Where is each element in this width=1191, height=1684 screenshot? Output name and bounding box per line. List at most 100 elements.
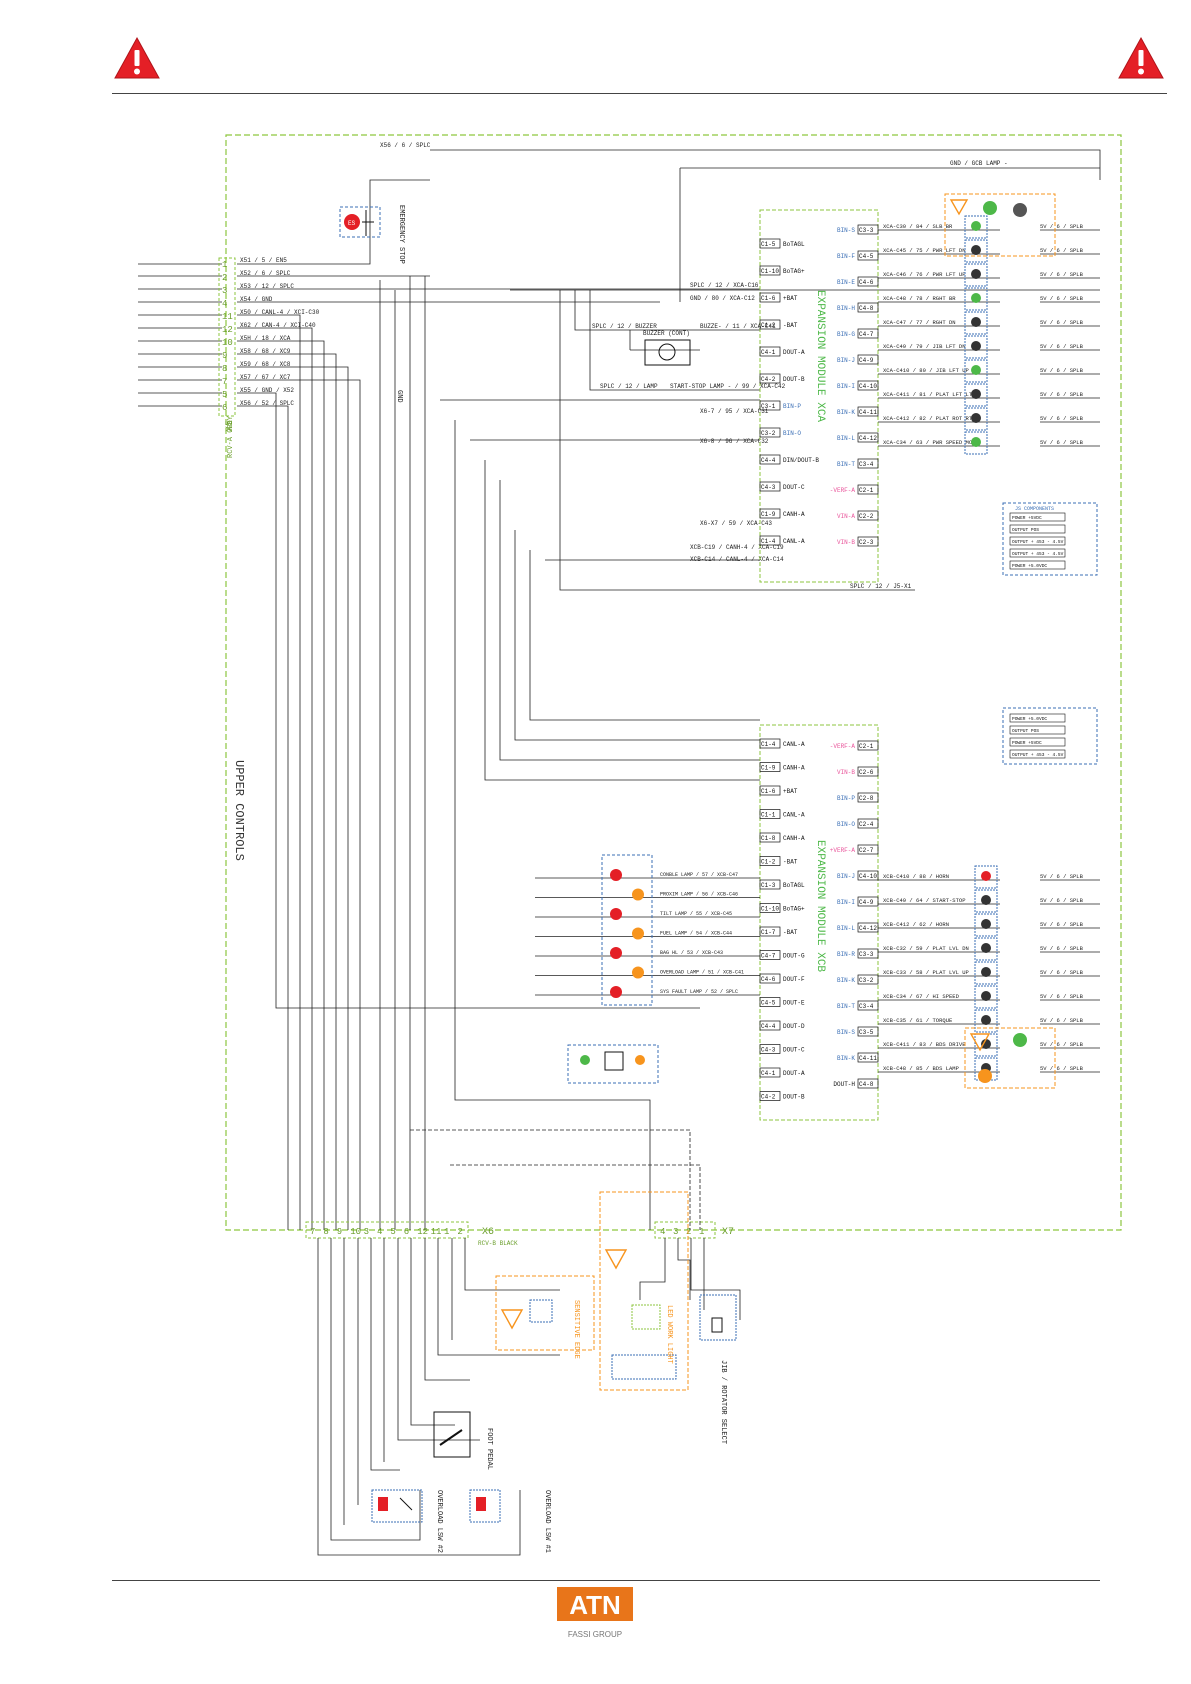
xcb-switch-knob-icon	[981, 919, 991, 929]
lamp-row-label: PROXIM LAMP / 56 / XCB-C46	[660, 892, 738, 898]
bus-label: 5V / 6 / SPLB	[1040, 343, 1084, 350]
x5-pin: 1	[222, 260, 227, 270]
x5-pin: 3	[222, 286, 227, 296]
xcb-switch-icon-box	[974, 913, 998, 937]
module-pin-box	[759, 1091, 781, 1101]
lamp-row-label: TILT LAMP / 55 / XCB-C45	[660, 911, 732, 917]
module-pin-box	[857, 406, 879, 417]
xcb-bus-label: 5V / 6 / SPLB	[1040, 993, 1084, 1000]
module-pin-box	[759, 809, 781, 819]
module-pin: C1-7	[761, 929, 776, 936]
xcb-bus-label: 5V / 6 / SPLB	[1040, 921, 1084, 928]
xcb-switch-icon-box	[974, 1009, 998, 1033]
module-pin-box	[857, 510, 879, 521]
bus-label: 5V / 6 / SPLB	[1040, 415, 1084, 422]
module-xcb-title: EXPANSION MODULE XCB	[814, 840, 826, 972]
lamp-icon	[632, 966, 644, 979]
module-pin: C4-1	[761, 1070, 776, 1077]
module-pin: C4-2	[761, 1094, 776, 1101]
module-pin-box	[857, 974, 879, 985]
module-pin: C4-2	[761, 376, 776, 383]
module-pin-box	[759, 373, 781, 384]
module-pin: C3-5	[859, 1029, 874, 1036]
switch-knob-icon	[971, 317, 981, 327]
footer-rule	[112, 1580, 1100, 1581]
connector-x5-sub: RCV-A GREY	[227, 415, 235, 458]
lamp-icon	[610, 869, 622, 881]
x5-pin: 9	[222, 351, 227, 361]
header-rule	[112, 93, 1167, 94]
bus-label: 5V / 6 / SPLB	[1040, 223, 1084, 230]
module-pin-name: DOUT-H	[833, 1081, 855, 1088]
x5-wire-label: X5H / 18 / XCA	[240, 335, 291, 342]
left-wire-bus	[138, 263, 222, 407]
switch-knob-icon	[971, 389, 981, 399]
x6-pin: 2	[457, 1227, 462, 1237]
xcb-switch-knob-icon	[981, 991, 991, 1001]
module-pin-name: BIN-P	[837, 795, 855, 802]
x7-pin: 3	[673, 1227, 678, 1237]
switch-icon-box	[964, 311, 988, 335]
x6-pin: 12	[417, 1227, 428, 1237]
module-pin: C2-8	[859, 795, 874, 802]
overload-switch-2: OVERLOAD LSW #2	[371, 1489, 443, 1553]
orange-switch-group-bottom	[964, 1027, 1056, 1089]
module-pin: C1-9	[761, 765, 776, 772]
module-pin-box	[857, 1052, 879, 1063]
xcb-bus-label: 5V / 6 / SPLB	[1040, 1017, 1084, 1024]
lamp-row-label: BAG HL / 53 / XCB-C43	[660, 950, 723, 956]
switch-knob-icon	[971, 413, 981, 423]
module-pin-name: DOUT-F	[783, 976, 805, 983]
x5-wire-label: X54 / GND	[240, 296, 273, 303]
module-pin: C4-8	[859, 1081, 874, 1088]
module-pin: C1-10	[761, 268, 779, 275]
x5-wire-label: X57 / 67 / XC7	[240, 374, 291, 381]
xcb-bus-label: 5V / 6 / SPLB	[1040, 969, 1084, 976]
module-pin: C4-4	[761, 457, 776, 464]
module-pin-name: BIN-K	[837, 1055, 855, 1062]
module-pin: C4-10	[859, 873, 877, 880]
wire-label-x67: X6-7 / 95 / XCA-C31	[700, 408, 769, 415]
jib-select-label: JIB / ROTATOR SELECT	[719, 1360, 727, 1444]
module-pin-name: BIN-L	[837, 925, 855, 932]
module-pin-name: -BAT	[783, 322, 798, 329]
x6-pin: 8	[323, 1227, 328, 1237]
switch-row-label: XCA-C45 / 75 / PWR LFT DN	[883, 247, 966, 254]
x5-wires	[237, 149, 1101, 1230]
module-pin: C1-1	[761, 812, 776, 819]
gnd-label: GND	[395, 390, 403, 403]
module-pin-box	[857, 896, 879, 907]
joystick-row-box	[1009, 548, 1066, 558]
x5-wire-label: X50 / CANL-4 / XCI-C30	[240, 309, 320, 316]
joystick2-row-box	[1009, 737, 1066, 747]
switch-row-label: XCA-C410 / 80 / JIB LFT UP	[883, 367, 969, 374]
switch-icon-box	[964, 431, 988, 455]
module-pin-name: BIN-I	[837, 899, 855, 906]
switch-icon-box	[964, 215, 988, 239]
switch-knob-icon	[971, 437, 981, 447]
switch-row-label: XCA-C412 / 82 / PLAT ROT RT	[883, 415, 973, 422]
module-pin-name: -BAT	[783, 929, 798, 936]
x5-pin: 6	[222, 403, 227, 413]
module-pin: C2-1	[859, 743, 874, 750]
bus-label: 5V / 6 / SPLB	[1040, 391, 1084, 398]
xcb-switch-icon-box	[974, 961, 998, 985]
x5-pin: 7	[222, 377, 227, 387]
x7-pin: 1	[699, 1227, 704, 1237]
wire-label-canl: XCB-C14 / CANL-4 / XCA-C14	[690, 556, 784, 563]
module-pin: C1-10	[761, 906, 779, 913]
buzzer-label: BUZZER (CONT)	[643, 330, 690, 337]
module-pin: C4-7	[859, 331, 874, 338]
module-pin-name: BIN-F	[837, 253, 855, 260]
module-pin: C4-11	[859, 1055, 877, 1062]
xcb-switch-knob-icon	[981, 871, 991, 881]
relay-block	[567, 1044, 659, 1084]
module-pin-box	[759, 950, 781, 960]
x5-wire-label: X53 / 12 / SPLC	[240, 283, 294, 290]
x6-pin: 10	[350, 1227, 361, 1237]
module-pin-name: CANL-A	[783, 538, 805, 545]
xcb-switch-row-label: XCB-C410 / 88 / HORN	[883, 873, 949, 880]
